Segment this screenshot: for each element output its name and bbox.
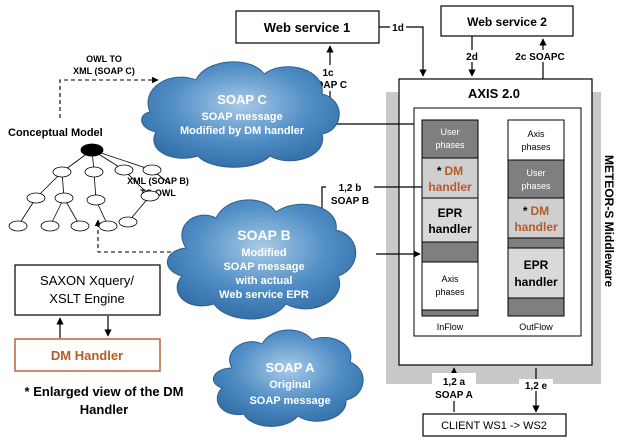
soap-c-title: SOAP C bbox=[217, 92, 267, 107]
edge-12a-label-l1: 1,2 a bbox=[443, 377, 466, 388]
edge-2c-label-bg bbox=[508, 50, 572, 62]
edge-12a-label-l2: SOAP A bbox=[435, 390, 473, 401]
inflow-column: User phases *DM handler EPR handler Axis… bbox=[421, 119, 479, 332]
inflow-epr-l2: handler bbox=[428, 222, 472, 236]
inflow-user-phases-cell bbox=[421, 119, 479, 159]
inflow-dm-star: * bbox=[437, 164, 442, 178]
soap-a-cloud: SOAP A Original SOAP message bbox=[212, 329, 364, 427]
outflow-dm-handler-word: handler bbox=[514, 220, 558, 234]
edge-1d-line bbox=[379, 26, 427, 77]
outflow-user-phases-l2: phases bbox=[521, 181, 551, 191]
soap-b-line-1: Modified bbox=[241, 247, 286, 259]
web-service-2-box bbox=[440, 5, 574, 37]
outflow-user-phases-l1: User bbox=[526, 168, 545, 178]
inflow-user-phases-l2: phases bbox=[435, 140, 465, 150]
outflow-user-phases-cell bbox=[507, 159, 565, 199]
edge-1c-label-l2: SOAP C bbox=[309, 80, 347, 91]
edge-12e-label-bg bbox=[519, 379, 553, 391]
tree-root-node bbox=[80, 143, 104, 157]
edge-1c-label-l1: 1c bbox=[322, 68, 334, 79]
web-service-2-label: Web service 2 bbox=[467, 15, 547, 29]
outflow-column: Axis phases User phases *DM handler EPR … bbox=[507, 119, 565, 332]
soap-b-title: SOAP B bbox=[237, 227, 290, 243]
client-box bbox=[422, 413, 567, 437]
inflow-user-phases-l1: User bbox=[440, 127, 459, 137]
soap-b-line-2: SOAP message bbox=[223, 261, 304, 273]
edge-1d-label-bg bbox=[390, 21, 406, 33]
web-service-1-box bbox=[235, 10, 380, 44]
inflow-epr-l1: EPR bbox=[438, 206, 463, 220]
soap-b-line-3: with actual bbox=[235, 275, 293, 287]
edge-owl-to-xml-dashed bbox=[59, 76, 159, 118]
saxon-l2: XSLT Engine bbox=[49, 291, 124, 306]
edge-1d-label: 1d bbox=[392, 23, 404, 34]
outflow-dm-word: DM bbox=[531, 204, 550, 218]
web-service-1-label: Web service 1 bbox=[264, 20, 350, 35]
soap-c-cloud: SOAP C SOAP message Modified by DM handl… bbox=[141, 61, 340, 168]
edge-12e-label: 1,2 e bbox=[525, 381, 548, 392]
soap-b-cloud: SOAP B Modified SOAP message with actual… bbox=[166, 199, 357, 320]
saxon-engine-box bbox=[14, 264, 161, 316]
enlarged-note-l1: * Enlarged view of the DM bbox=[25, 384, 184, 399]
conceptual-model-tree bbox=[8, 143, 171, 232]
inflow-label: InFlow bbox=[437, 322, 464, 332]
outflow-gap-cell bbox=[507, 237, 565, 249]
edge-2d-label-bg bbox=[463, 50, 481, 62]
inflow-dm-label: *DM bbox=[437, 164, 463, 178]
dm-handler-box-label: DM Handler bbox=[51, 348, 123, 363]
xml-to-owl-l2: TO OWL bbox=[140, 188, 176, 198]
axis-title: AXIS 2.0 bbox=[468, 86, 520, 101]
soap-c-line-1: SOAP message bbox=[201, 111, 282, 123]
inflow-axis-phases-cell bbox=[421, 261, 479, 311]
edge-12b-label-l1: 1,2 b bbox=[339, 183, 362, 194]
edge-2c-label: 2c SOAPC bbox=[515, 52, 564, 63]
soap-a-line-1: Original bbox=[269, 379, 311, 391]
outflow-dm-star: * bbox=[523, 204, 528, 218]
middleware-label: METEOR-S Middleware bbox=[602, 155, 616, 287]
edge-2d-label: 2d bbox=[466, 52, 478, 63]
conceptual-model-label: Conceptual Model bbox=[8, 127, 103, 139]
edge-12b-label-l2: SOAP B bbox=[331, 196, 369, 207]
soap-a-title: SOAP A bbox=[265, 360, 315, 375]
inflow-dm-handler-word: handler bbox=[428, 180, 472, 194]
outflow-label: OutFlow bbox=[519, 322, 553, 332]
outflow-axis-phases-l2: phases bbox=[521, 142, 551, 152]
edge-12a-label-bg bbox=[432, 373, 476, 401]
outflow-epr-handler-cell bbox=[507, 247, 565, 299]
soap-c-cloud-shape bbox=[141, 61, 340, 168]
outflow-bottom-bar bbox=[507, 297, 565, 317]
outflow-epr-l2: handler bbox=[514, 275, 558, 289]
edge-12b-label-bg bbox=[326, 180, 374, 206]
inflow-axis-phases-l2: phases bbox=[435, 287, 465, 297]
soap-b-line-4: Web service EPR bbox=[219, 289, 309, 301]
inflow-gap-cell bbox=[421, 241, 479, 263]
outflow-axis-phases-cell bbox=[507, 119, 565, 161]
owl-to-xml-l1: OWL TO bbox=[86, 54, 122, 64]
inflow-bottom-bar bbox=[421, 309, 479, 317]
xml-to-owl-l1: XML (SOAP B) bbox=[127, 176, 189, 186]
outflow-epr-l1: EPR bbox=[524, 258, 549, 272]
saxon-l1: SAXON Xquery/ bbox=[40, 273, 134, 288]
inflow-axis-phases-l1: Axis bbox=[441, 274, 459, 284]
soap-b-cloud-shape bbox=[166, 199, 357, 320]
outflow-dm-handler-cell bbox=[507, 197, 565, 239]
soap-a-line-2: SOAP message bbox=[249, 395, 330, 407]
owl-to-xml-l2: XML (SOAP C) bbox=[73, 66, 135, 76]
dm-handler-box bbox=[14, 338, 161, 372]
soap-a-cloud-shape bbox=[212, 329, 364, 427]
inflow-dm-word: DM bbox=[445, 164, 464, 178]
client-label: CLIENT WS1 -> WS2 bbox=[441, 420, 547, 432]
soap-c-line-2: Modified by DM handler bbox=[180, 125, 305, 137]
outflow-axis-phases-l1: Axis bbox=[527, 129, 545, 139]
outflow-dm-label: *DM bbox=[523, 204, 549, 218]
enlarged-note-l2: Handler bbox=[80, 402, 128, 417]
edge-xml-to-owl-dashed bbox=[94, 219, 178, 253]
